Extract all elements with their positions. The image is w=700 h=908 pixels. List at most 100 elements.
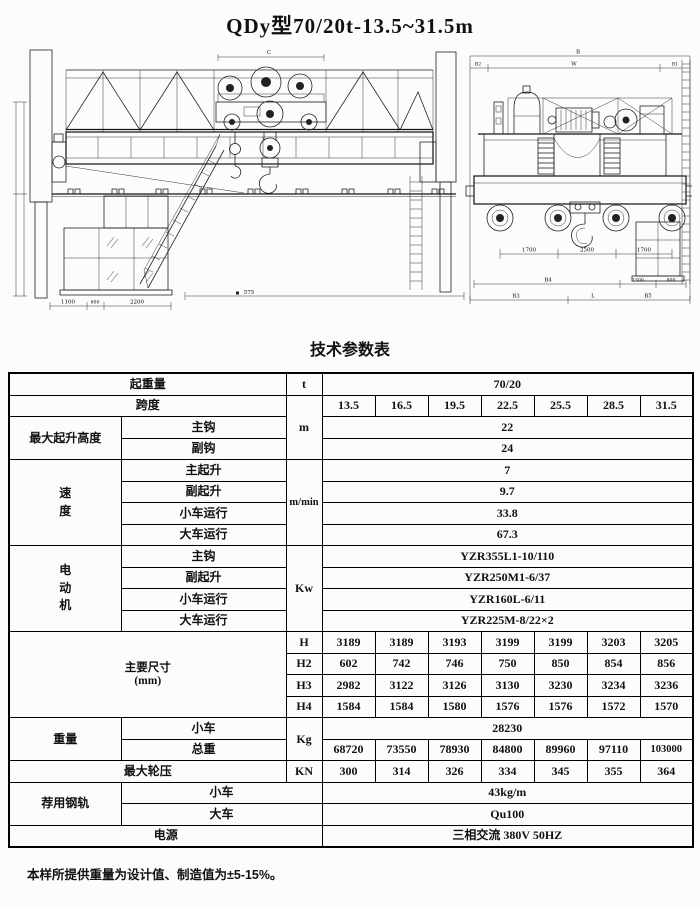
- dim-value: 3199: [533, 631, 588, 654]
- top-dimension-lines: B B2 W B1: [470, 50, 690, 72]
- weight-total-value: 97110: [586, 738, 641, 761]
- dim-value: 750: [480, 652, 535, 675]
- rail-trolley-value: 43kg/m: [321, 781, 694, 804]
- speed-group-label: 速度: [8, 459, 122, 546]
- dim-value: 746: [427, 652, 482, 675]
- speed-item-value: 9.7: [321, 480, 694, 503]
- span-value: 31.5: [639, 394, 694, 417]
- rail-trolley-label: 小车: [120, 781, 323, 804]
- svg-text:B2: B2: [475, 62, 481, 68]
- technical-drawing: C: [8, 44, 692, 312]
- row-speed-3: 小车运行 33.8: [9, 502, 694, 525]
- weight-total-value: 78930: [427, 738, 482, 761]
- span-value: 22.5: [480, 394, 535, 417]
- end-elevation-view: B B2 W B1: [465, 50, 692, 304]
- row-span: 跨度 m 13.5 16.5 19.5 22.5 25.5 28.5 31.5: [8, 394, 694, 460]
- speed-item-label: 小车运行: [120, 502, 287, 525]
- row-dims-H4: H4 1584 1584 1580 1576 1576 1572 1570: [9, 695, 694, 718]
- rail-group-label: 荐用钢轨: [8, 781, 122, 826]
- dim-value: 850: [533, 652, 588, 675]
- truss-panels: [65, 71, 434, 131]
- capacity-unit: t: [285, 372, 323, 396]
- girder-cross-sections: [483, 133, 667, 177]
- crane-wheels: [486, 204, 686, 232]
- aux-hook-label: 副钩: [120, 437, 287, 460]
- brake-disc: [614, 108, 638, 132]
- dim-value: 856: [639, 652, 694, 675]
- capacity-value: 70/20: [321, 372, 694, 396]
- motor-item-value: YZR355L1-10/110: [321, 545, 694, 568]
- conductor-line: [65, 165, 245, 194]
- rail-crane-label: 大车: [120, 803, 323, 826]
- row-height-aux: 副钩 24: [9, 437, 694, 460]
- bridge-girder: [65, 131, 434, 165]
- span-label: 跨度: [8, 394, 287, 417]
- dim-value: 3189: [374, 631, 429, 654]
- weight-total-value: 89960: [533, 738, 588, 761]
- dim-value: 1576: [533, 695, 588, 718]
- dim-value: 3234: [586, 674, 641, 697]
- wheel-load-label: 最大轮压: [8, 760, 287, 783]
- wheel-load-unit: KN: [285, 760, 323, 783]
- svg-text:1100: 1100: [61, 300, 75, 306]
- wheel-load-value: 314: [374, 760, 429, 783]
- svg-text:B1: B1: [672, 62, 678, 68]
- svg-text:1700: 1700: [522, 248, 536, 254]
- span-value: 19.5: [427, 394, 482, 417]
- left-height-dimensions: [13, 101, 27, 297]
- operator-cab: [59, 195, 173, 296]
- weight-trolley-label: 小车: [120, 717, 287, 740]
- technical-parameters-table: 起重量 t 70/20 跨度 m 13.5 16.5 19.5 22.5 25.…: [8, 372, 695, 848]
- span-height-unit: m: [285, 394, 323, 460]
- footer-note: 本样所提供重量为设计值、制造值为±5-15%。: [27, 868, 283, 882]
- row-weight-total: 总重 68720 73550 78930 84800 89960 97110 1…: [9, 738, 694, 761]
- dim-value: 3130: [480, 674, 535, 697]
- row-dims-H: 主要尺寸 (mm) H 3189 3189 3193 3199 3199 320…: [8, 631, 694, 718]
- wall-ladder: [409, 176, 423, 290]
- capacity-label: 起重量: [8, 372, 287, 396]
- base-dimension-line: B3 L B5: [469, 294, 691, 304]
- dims-group-label: 主要尺寸 (mm): [8, 631, 287, 718]
- svg-text:W: W: [571, 62, 577, 68]
- dim-value: 3193: [427, 631, 482, 654]
- row-dims-H3: H3 2982 3122 3126 3130 3230 3234 3236: [9, 674, 694, 697]
- main-hook: [259, 132, 281, 194]
- svg-text:2500: 2500: [580, 248, 594, 254]
- dim-value: 1576: [480, 695, 535, 718]
- row-motor-2: 副起升 YZR250M1-6/37: [9, 566, 694, 589]
- dim-value: 3230: [533, 674, 588, 697]
- wheel-load-value: 326: [427, 760, 482, 783]
- dim-value: 3199: [480, 631, 535, 654]
- row-rail-crane: 大车 Qu100: [9, 803, 694, 826]
- crane-drawing-svg: C: [13, 50, 692, 310]
- span-value: 13.5: [321, 394, 376, 417]
- wheel-load-value: 364: [639, 760, 694, 783]
- svg-text:800: 800: [667, 278, 676, 284]
- end-carriage: [465, 175, 692, 205]
- motor-item-label: 大车运行: [120, 609, 287, 632]
- row-motor-1: 电动机 主钩 Kw YZR355L1-10/110: [8, 545, 694, 632]
- dim-value: 1584: [374, 695, 429, 718]
- motor-item-value: YZR225M-8/22×2: [321, 609, 694, 632]
- weight-total-value: 103000: [639, 738, 694, 761]
- height-group-label: 最大起升高度: [8, 416, 122, 460]
- motor-item-value: YZR160L-6/11: [321, 588, 694, 611]
- trolley-dim-label: C: [267, 50, 271, 56]
- span-dimension-line: 575: [184, 290, 465, 300]
- weight-total-value: 84800: [480, 738, 535, 761]
- svg-text:L: L: [591, 294, 595, 300]
- wheelbase-dimension-line: 1700 2500 1700: [499, 248, 673, 259]
- speed-item-label: 主起升: [120, 459, 287, 482]
- main-hook-label: 主钩: [120, 416, 287, 439]
- svg-text:B: B: [576, 50, 580, 56]
- row-speed-1: 速度 主起升 m/min 7: [8, 459, 694, 546]
- speed-item-label: 大车运行: [120, 523, 287, 546]
- speed-item-value: 7: [321, 459, 694, 482]
- left-runway-bracket: [51, 141, 67, 183]
- row-height-main: 最大起升高度 主钩 22: [8, 416, 694, 460]
- motor-group-label: 电动机: [8, 545, 122, 632]
- row-wheel-load: 最大轮压 KN 300 314 326 334 345 355 364: [8, 760, 694, 783]
- weight-total-value: 73550: [374, 738, 429, 761]
- motor-body: [555, 107, 593, 133]
